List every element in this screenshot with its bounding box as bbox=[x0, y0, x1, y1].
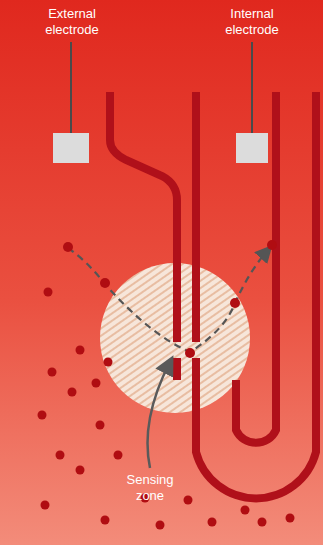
part-label: Internal electrode bbox=[212, 6, 292, 38]
electrode-wire bbox=[70, 42, 72, 134]
internal-electrode bbox=[236, 133, 268, 163]
external-electrode bbox=[53, 133, 89, 163]
particles bbox=[38, 240, 295, 530]
part-label: Sensing zone bbox=[115, 472, 185, 504]
part-label: External electrode bbox=[32, 6, 112, 38]
electrode-wire bbox=[251, 42, 253, 134]
tube-walls bbox=[110, 92, 316, 498]
particle-path bbox=[68, 248, 268, 352]
leader-arrow bbox=[148, 362, 171, 468]
